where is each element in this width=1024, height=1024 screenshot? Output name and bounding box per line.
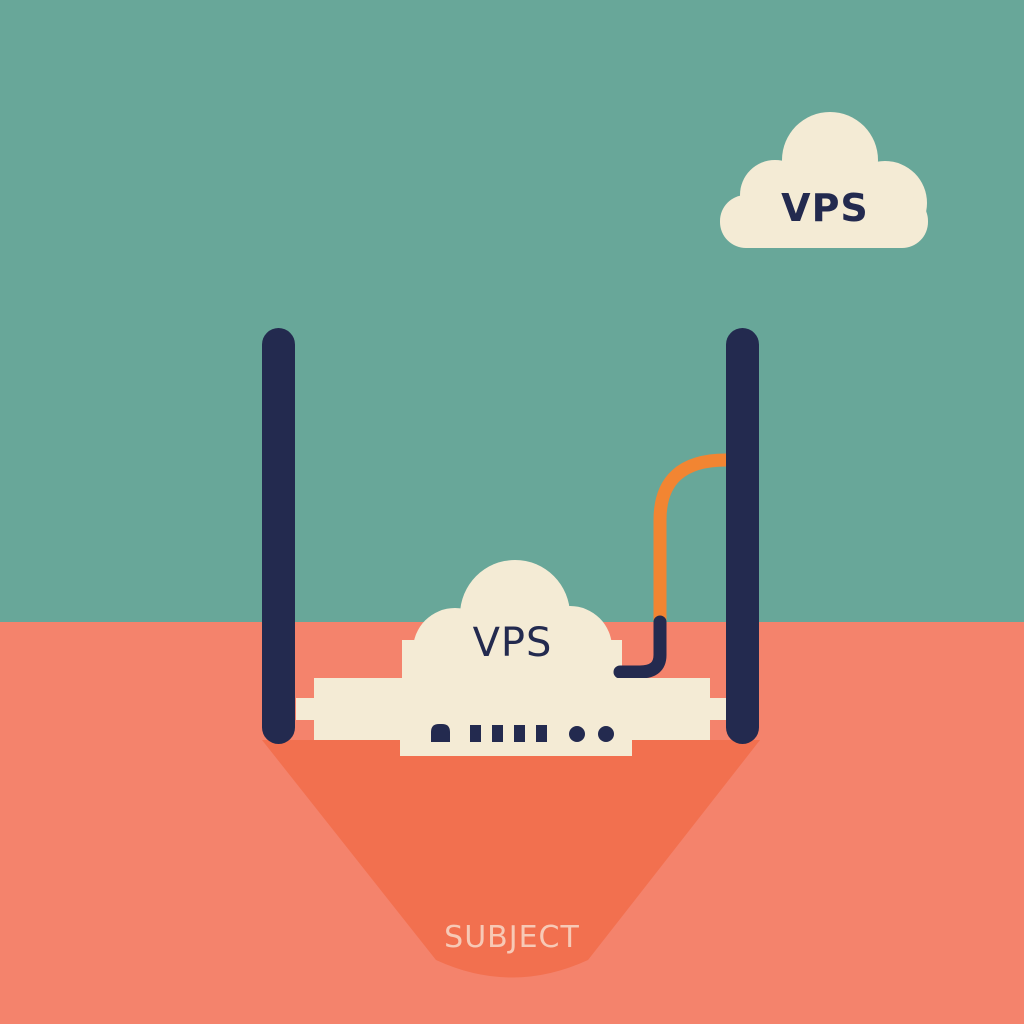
antenna-icon xyxy=(262,328,295,744)
subject-label: SUBJECT xyxy=(444,920,580,955)
cloud-icon xyxy=(720,112,928,248)
router-icon xyxy=(296,678,728,756)
light-beam-icon xyxy=(262,740,760,978)
router-cloud-label: VPS xyxy=(472,620,553,666)
cable-icon xyxy=(653,453,733,632)
cloud-label: VPS xyxy=(781,186,869,230)
cable-connector xyxy=(613,615,667,679)
sky-background xyxy=(0,0,1024,622)
antenna-icon xyxy=(726,328,759,744)
